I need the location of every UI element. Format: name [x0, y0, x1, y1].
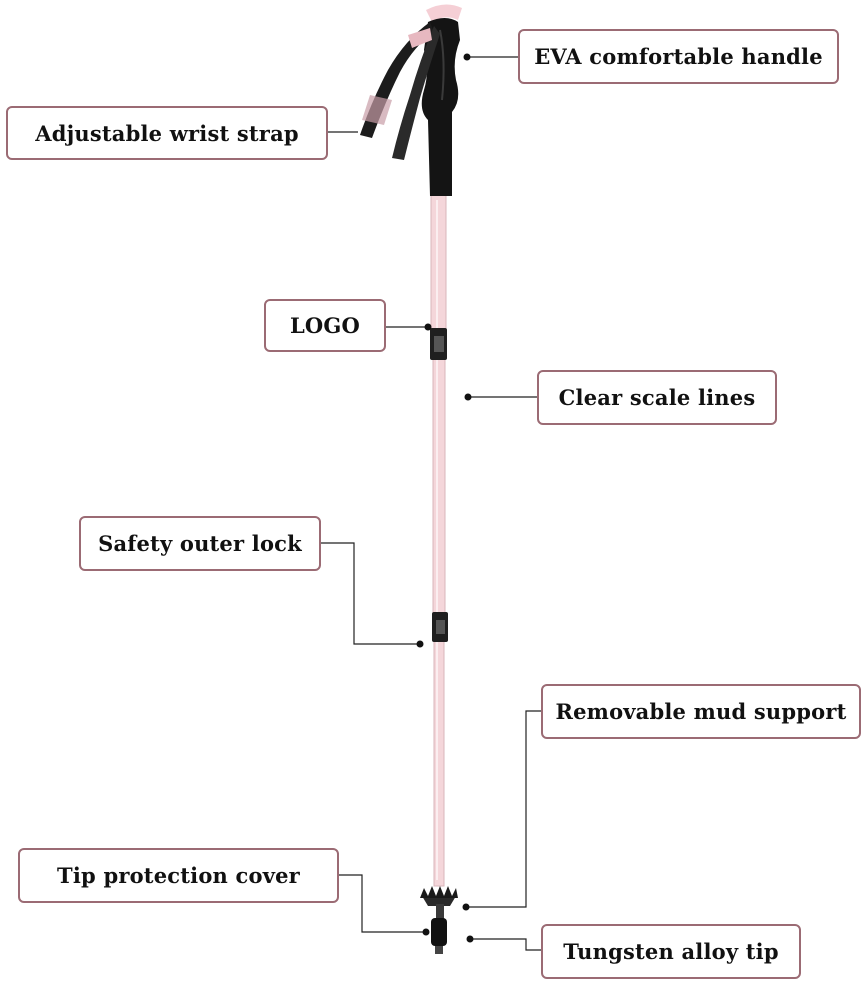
leader-dots — [416, 53, 474, 943]
pole-shaft — [430, 194, 447, 887]
label-tungsten-tip: Tungsten alloy tip — [541, 924, 801, 979]
label-logo: LOGO — [264, 299, 386, 352]
upper-lock — [430, 328, 447, 360]
label-outer-lock: Safety outer lock — [79, 516, 321, 571]
leader-lines — [321, 56, 541, 951]
mud-basket — [420, 886, 458, 920]
label-scale-lines: Clear scale lines — [537, 370, 777, 425]
wrist-strap — [360, 22, 440, 160]
label-eva-handle: EVA comfortable handle — [518, 29, 839, 84]
eva-handle — [421, 4, 462, 196]
label-wrist-strap: Adjustable wrist strap — [6, 106, 328, 160]
outer-lock — [432, 612, 448, 642]
label-mud-support: Removable mud support — [541, 684, 861, 739]
label-tip-cover: Tip protection cover — [18, 848, 339, 903]
tip-cover — [431, 918, 447, 954]
